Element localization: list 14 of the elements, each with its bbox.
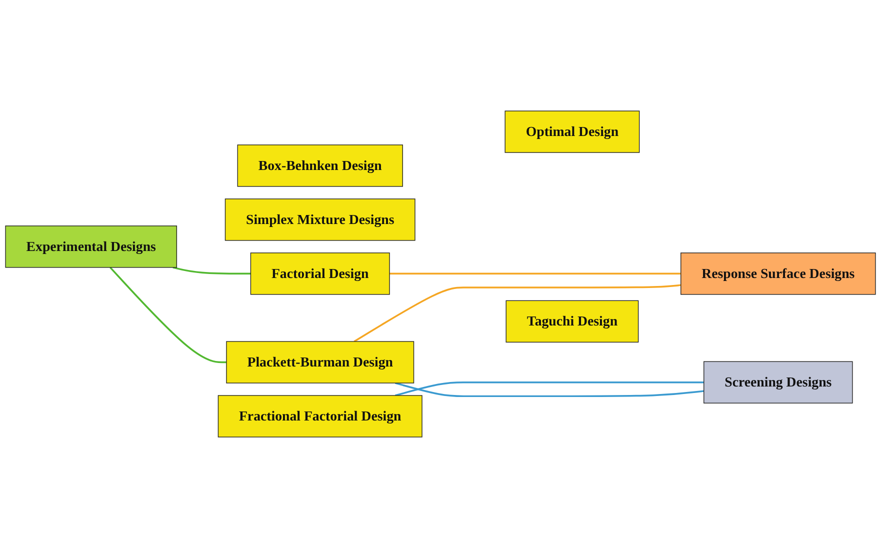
node-box: Factorial Design (250, 252, 390, 295)
connector (110, 266, 226, 364)
node-box: Box-Behnken Design (237, 144, 403, 187)
node-box: Optimal Design (504, 110, 640, 153)
node-box: Simplex Mixture Designs (224, 198, 416, 241)
node-box: Taguchi Design (506, 300, 639, 343)
connector (390, 272, 681, 275)
node-box: Response Surface Designs (680, 252, 876, 295)
node-box: Fractional Factorial Design (218, 395, 422, 438)
connector (354, 284, 681, 342)
node-box: Experimental Designs (5, 226, 178, 268)
node-box: Plackett-Burman Design (226, 341, 414, 384)
node-box: Screening Designs (704, 361, 853, 404)
connector (172, 266, 251, 275)
